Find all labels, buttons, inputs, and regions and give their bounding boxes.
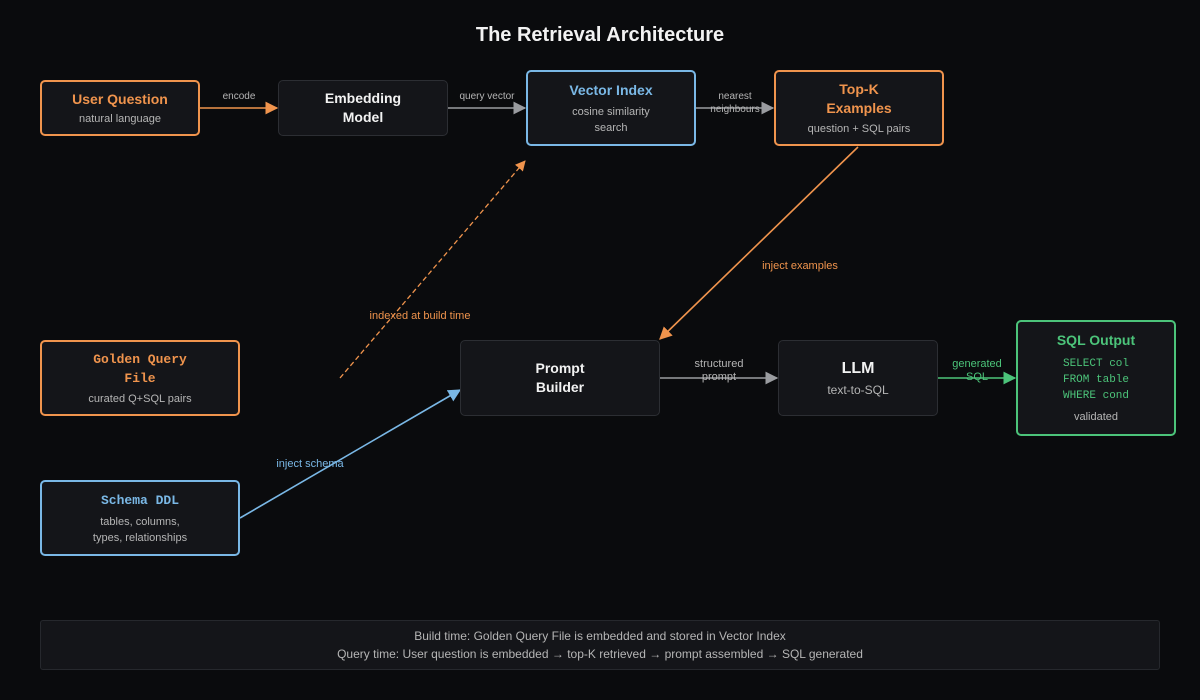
edge-label-generated-sql: generated SQL [952,358,1002,384]
edge-label-generated-sql-line1: generated [952,358,1002,370]
node-sql-output-code-line1: SELECT col [1062,358,1129,370]
node-sql-output-title: SQL Output [1056,332,1136,348]
node-llm: LLM text-to-SQL [778,340,938,416]
footer-line-build-time: Build time: Golden Query File is embedde… [414,629,786,643]
node-user-question-title: User Question [72,90,168,107]
edge-label-structured-prompt: structured prompt [695,358,744,384]
edge-label-structured-prompt-line1: structured [694,358,744,370]
node-vector-index-title: Vector Index [569,81,653,98]
node-golden-query-file: Golden Query File curated Q+SQL pairs [40,340,240,416]
node-golden-query-title-line2: File [124,370,156,386]
node-sql-output: SQL Output SELECT col FROM table WHERE c… [1016,320,1176,436]
edge-label-encode: encode [222,91,256,102]
edge-label-nearest-neighbours-line1: nearest [718,91,752,102]
node-embedding-model: Embedding Model [278,80,448,136]
node-sql-output-code-line2: FROM table [1062,374,1129,386]
footer-line-query-time: Query time: User question is embedded → … [337,647,863,661]
node-sql-output-sub: validated [1073,411,1119,423]
edge-label-indexed-build-time: indexed at build time [369,310,471,322]
node-top-k-sub: question + SQL pairs [807,122,911,135]
edge-label-nearest-neighbours: nearest neighbours [710,90,759,116]
node-golden-query-sub: curated Q+SQL pairs [88,392,192,405]
node-schema-ddl: Schema DDL tables, columns, types, relat… [40,480,240,556]
node-embedding-model-title-line1: Embedding [324,90,402,106]
edge-label-structured-prompt-line2: prompt [701,371,737,383]
node-sql-output-code-line3: WHERE cond [1062,390,1129,402]
node-user-question: User Question natural language [40,80,200,136]
node-golden-query-title-line1: Golden Query [93,351,187,367]
edge-label-inject-schema: inject schema [276,458,344,470]
node-schema-ddl-sub-line2: types, relationships [92,531,188,544]
edge-label-inject-examples: inject examples [762,260,838,272]
footer-note: Build time: Golden Query File is embedde… [40,620,1160,670]
node-prompt-builder-title-line2: Builder [535,379,585,395]
edge-inject-schema-arrow [239,389,462,519]
node-prompt-builder-title-line1: Prompt [535,360,585,376]
node-top-k-examples: Top-K Examples question + SQL pairs [774,70,944,146]
node-top-k-title-line1: Top-K [839,80,879,97]
node-llm-sub: text-to-SQL [827,382,889,397]
diagram-title: The Retrieval Architecture [475,24,725,46]
edge-label-generated-sql-line2: SQL [965,371,989,383]
node-schema-ddl-sub-line1: tables, columns, [100,515,180,528]
node-schema-ddl-title: Schema DDL [100,492,179,508]
node-embedding-model-title-line2: Model [342,109,384,125]
node-vector-index-sub-line1: cosine similarity [572,105,650,118]
node-user-question-sub: natural language [79,112,161,125]
edge-inject-examples-arrow [659,146,859,340]
node-llm-title: LLM [841,359,875,377]
node-vector-index-sub-line2: search [594,121,628,134]
node-vector-index: Vector Index cosine similarity search [526,70,696,146]
node-top-k-title-line2: Examples [826,99,892,116]
edge-label-nearest-neighbours-line2: neighbours [710,104,760,115]
node-prompt-builder: Prompt Builder [460,340,660,416]
edge-label-query-vector: query vector [459,91,515,102]
